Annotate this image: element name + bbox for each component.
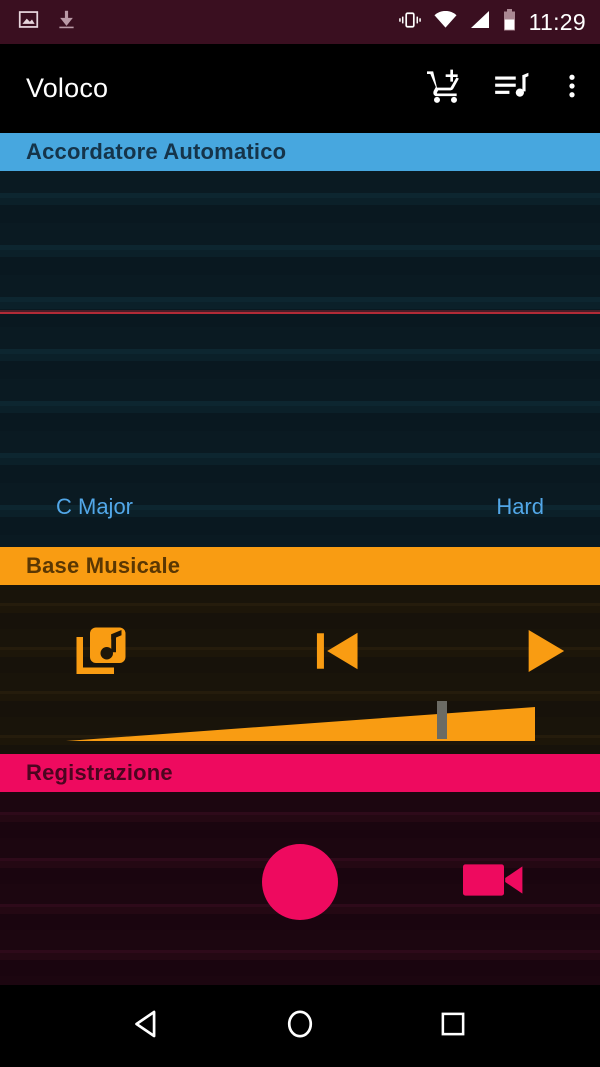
status-bar: 11:29 (0, 0, 600, 44)
nav-home-icon (283, 1007, 317, 1046)
video-record-button[interactable] (462, 856, 524, 909)
image-icon (18, 9, 39, 35)
section-header-backing-track[interactable]: Base Musicale (0, 547, 600, 585)
section-header-recording[interactable]: Registrazione (0, 754, 600, 792)
overflow-menu-icon (557, 71, 587, 106)
section-body-backing-track (0, 585, 600, 754)
nav-back-button[interactable] (117, 996, 177, 1056)
status-bar-system-icons: 11:29 (398, 8, 600, 36)
section-body-tuner[interactable]: C Major Hard (0, 171, 600, 547)
queue-music-button[interactable] (478, 56, 544, 122)
app-title: Voloco (26, 73, 109, 103)
tuner-strength-label[interactable]: Hard (496, 494, 544, 519)
tuner-labels: C Major Hard (0, 487, 600, 527)
vibrate-icon (398, 10, 421, 35)
play-icon (517, 623, 573, 684)
library-music-icon (71, 621, 131, 686)
app-bar: Voloco (0, 44, 600, 133)
tuner-pitch-line-glow (0, 310, 600, 312)
play-button[interactable] (500, 623, 590, 684)
section-title-backing-track: Base Musicale (26, 553, 181, 578)
skip-previous-button[interactable] (292, 623, 382, 684)
queue-music-icon (492, 67, 530, 110)
nav-back-icon (130, 1007, 164, 1046)
volume-slider-track (66, 707, 535, 741)
section-title-tuner: Accordatore Automatico (26, 139, 287, 164)
add-shopping-cart-icon (425, 66, 465, 111)
wifi-icon (434, 10, 457, 34)
volume-slider[interactable] (0, 697, 600, 742)
add-shopping-cart-button[interactable] (412, 56, 478, 122)
nav-bar (0, 985, 600, 1067)
nav-recents-button[interactable] (423, 996, 483, 1056)
battery-icon (503, 8, 516, 36)
volume-slider-thumb[interactable] (437, 701, 447, 739)
status-bar-clock: 11:29 (528, 8, 586, 35)
video-record-icon (462, 856, 524, 909)
backing-track-controls (0, 613, 600, 693)
tuner-key-label[interactable]: C Major (56, 494, 134, 519)
app-bar-actions (412, 56, 600, 122)
skip-previous-icon (309, 623, 365, 684)
record-button[interactable] (262, 844, 338, 920)
section-body-recording (0, 792, 600, 985)
overflow-menu-button[interactable] (544, 56, 600, 122)
section-title-recording: Registrazione (26, 760, 173, 785)
tuner-pitch-line (0, 312, 600, 314)
signal-icon (470, 10, 490, 34)
library-music-button[interactable] (56, 621, 146, 686)
nav-home-button[interactable] (270, 996, 330, 1056)
recording-controls (0, 832, 600, 932)
status-bar-notifications (0, 9, 76, 35)
download-icon (57, 9, 76, 35)
nav-recents-icon (437, 1008, 469, 1045)
section-header-tuner[interactable]: Accordatore Automatico (0, 133, 600, 171)
